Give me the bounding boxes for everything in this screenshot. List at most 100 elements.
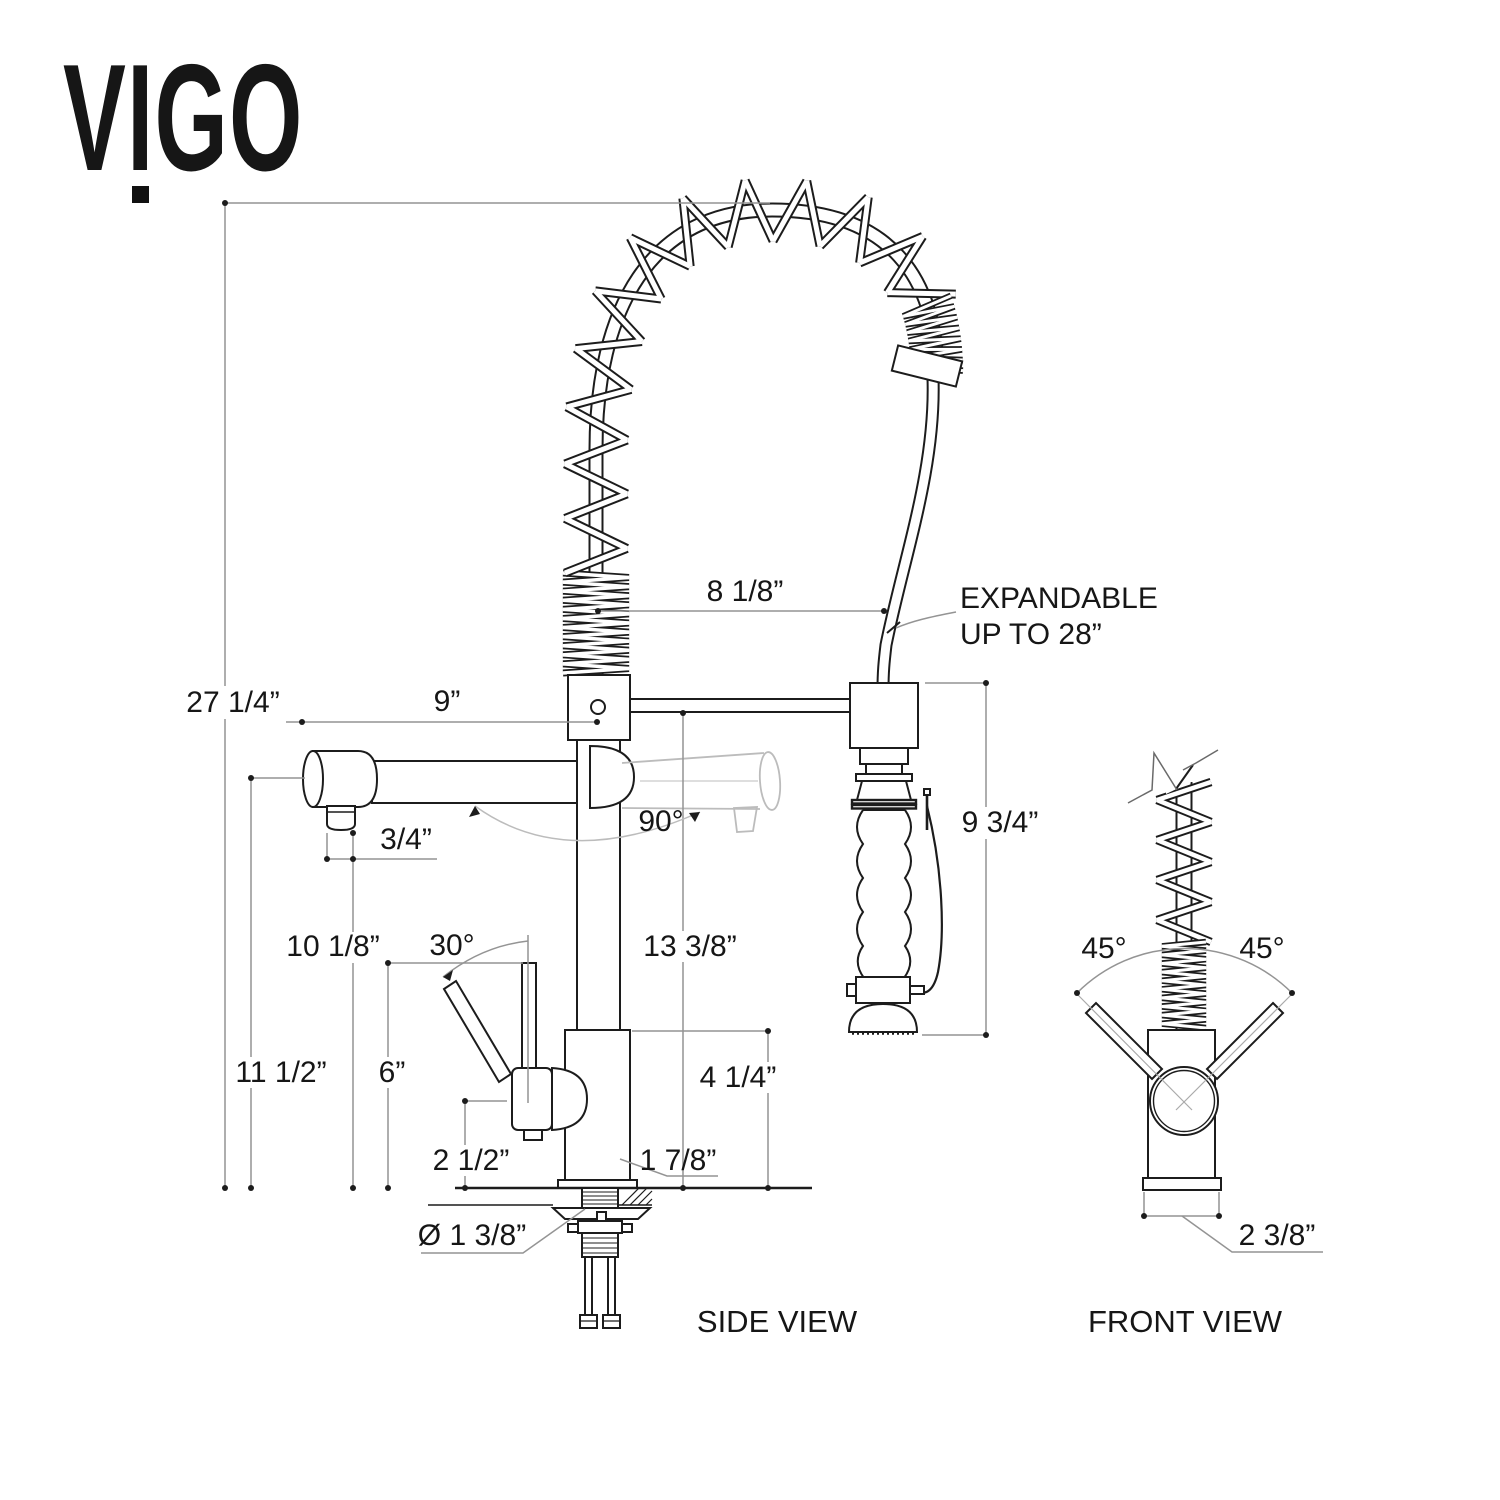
coil-band xyxy=(565,404,629,443)
sprayer-holder-box xyxy=(849,682,919,749)
spout-joint-cap xyxy=(589,744,636,810)
handle-lever-vertical xyxy=(521,962,537,1071)
coil-band xyxy=(629,235,692,269)
vigo-logo: VIGO xyxy=(63,33,304,203)
view-captions: SIDE VIEW FRONT VIEW xyxy=(697,1304,1283,1339)
dim-handle-hub-height: 2 1/2” xyxy=(433,1144,510,1177)
sprayer-grip xyxy=(856,809,912,979)
dimension-labels: 27 1/4” 9” 8 1/8” 3/4” 90° 13 3/8” 9 3/4… xyxy=(186,575,1315,1252)
coil-band xyxy=(742,179,776,243)
front-construction-lines xyxy=(1076,993,1293,1111)
coil-band xyxy=(564,546,628,576)
coil-band xyxy=(818,195,871,248)
coil-band xyxy=(902,294,952,318)
threaded-shank xyxy=(581,1187,619,1209)
dim-handle-top-height: 6” xyxy=(379,1056,406,1089)
coil-band xyxy=(906,315,958,335)
spout-end-cap xyxy=(312,750,379,808)
coil-band xyxy=(574,346,633,392)
dim-spout-reach: 9” xyxy=(434,685,461,718)
dim-base-width: 2 3/8” xyxy=(1239,1219,1316,1252)
coil-band xyxy=(681,196,730,249)
sprayer-clip-pin xyxy=(923,788,931,796)
tube-cut-line xyxy=(1175,764,1194,790)
spout xyxy=(302,750,581,832)
dim-body-height: 4 1/4” xyxy=(700,1061,777,1094)
hose-note-line2: UP TO 28” xyxy=(960,618,1102,651)
supply-lines xyxy=(584,1257,616,1315)
dim-swing-left: 45° xyxy=(1081,932,1126,965)
logo-i-dot xyxy=(132,186,149,203)
coil-band xyxy=(575,338,643,352)
coil-band xyxy=(563,461,629,497)
hose-note: EXPANDABLE UP TO 28” xyxy=(960,582,1158,651)
dim-swing-right: 45° xyxy=(1239,932,1284,965)
coil-band xyxy=(904,304,955,326)
handle-hub-nub xyxy=(523,1129,543,1141)
hose-note-line1: EXPANDABLE xyxy=(960,582,1158,615)
coil-band xyxy=(909,337,962,351)
handle-hub-cap xyxy=(551,1066,589,1132)
dim-handle-angle: 30° xyxy=(429,929,474,962)
coil-band xyxy=(680,197,693,267)
counter-hatching xyxy=(621,1187,653,1206)
coil-band xyxy=(1156,877,1212,905)
coil-band xyxy=(1156,819,1212,843)
break-symbol xyxy=(1127,750,1178,804)
coil-band xyxy=(1156,899,1212,923)
front-base-flange xyxy=(1142,1177,1222,1191)
handle-lever-tilted xyxy=(442,979,513,1084)
support-arm xyxy=(629,698,851,713)
sprayer-valve-box xyxy=(855,976,911,1004)
hose-ferrule xyxy=(890,344,964,388)
dim-overall-height: 27 1/4” xyxy=(186,686,279,719)
ghost-swivel-spout xyxy=(621,751,782,833)
coil-band xyxy=(1156,837,1212,865)
coil-band xyxy=(885,235,925,294)
coil-band xyxy=(594,288,662,302)
front-view-caption: FRONT VIEW xyxy=(1088,1304,1283,1339)
dim-aerator-width: 3/4” xyxy=(380,823,432,856)
coil-band xyxy=(1156,859,1212,883)
coil-band xyxy=(563,516,629,551)
coil-band xyxy=(1156,797,1212,825)
dim-hose-reach: 8 1/8” xyxy=(707,575,784,608)
dim-mounting-hole-diameter: Ø 1 3/8” xyxy=(418,1219,526,1252)
mounting-nut xyxy=(577,1220,623,1234)
coil-band xyxy=(564,491,628,521)
sprayer-wand xyxy=(846,747,943,1035)
spray-hose-tube xyxy=(588,202,945,691)
dimension-dots xyxy=(222,200,1295,1219)
dimension-arrowheads xyxy=(443,806,700,981)
side-view-caption: SIDE VIEW xyxy=(697,1304,858,1339)
dim-spout-swivel-angle: 90° xyxy=(638,805,683,838)
coil-band xyxy=(887,290,956,297)
coil-band xyxy=(858,234,924,266)
aerator xyxy=(326,805,356,832)
coil-band xyxy=(1156,917,1212,945)
sprayer-clip-wire xyxy=(910,805,943,994)
logo-text: VIGO xyxy=(63,33,304,202)
coil-band xyxy=(1156,779,1212,803)
coil-band xyxy=(628,236,664,301)
coil-band xyxy=(564,437,628,467)
coil-band xyxy=(770,179,809,243)
label-backgrounds xyxy=(181,686,1049,1176)
dim-spout-height: 13 3/8” xyxy=(643,930,736,963)
spring-base-hole xyxy=(590,699,606,715)
handle-hub xyxy=(511,1067,553,1131)
side-view-drawing xyxy=(302,178,964,1329)
coil-band xyxy=(725,179,748,248)
coil-band xyxy=(804,180,823,247)
spout-end-face xyxy=(302,750,324,808)
coil-band xyxy=(566,387,632,410)
dim-body-diameter: 1 7/8” xyxy=(640,1144,717,1177)
mounting-hardware xyxy=(428,1179,812,1329)
sprayer-head-dome xyxy=(847,1002,919,1033)
dim-spout-centerline-height: 11 1/2” xyxy=(235,1056,326,1089)
coil-band xyxy=(593,289,644,344)
dim-sprayer-height: 9 3/4” xyxy=(962,806,1039,839)
coil-band xyxy=(1161,1022,1207,1030)
